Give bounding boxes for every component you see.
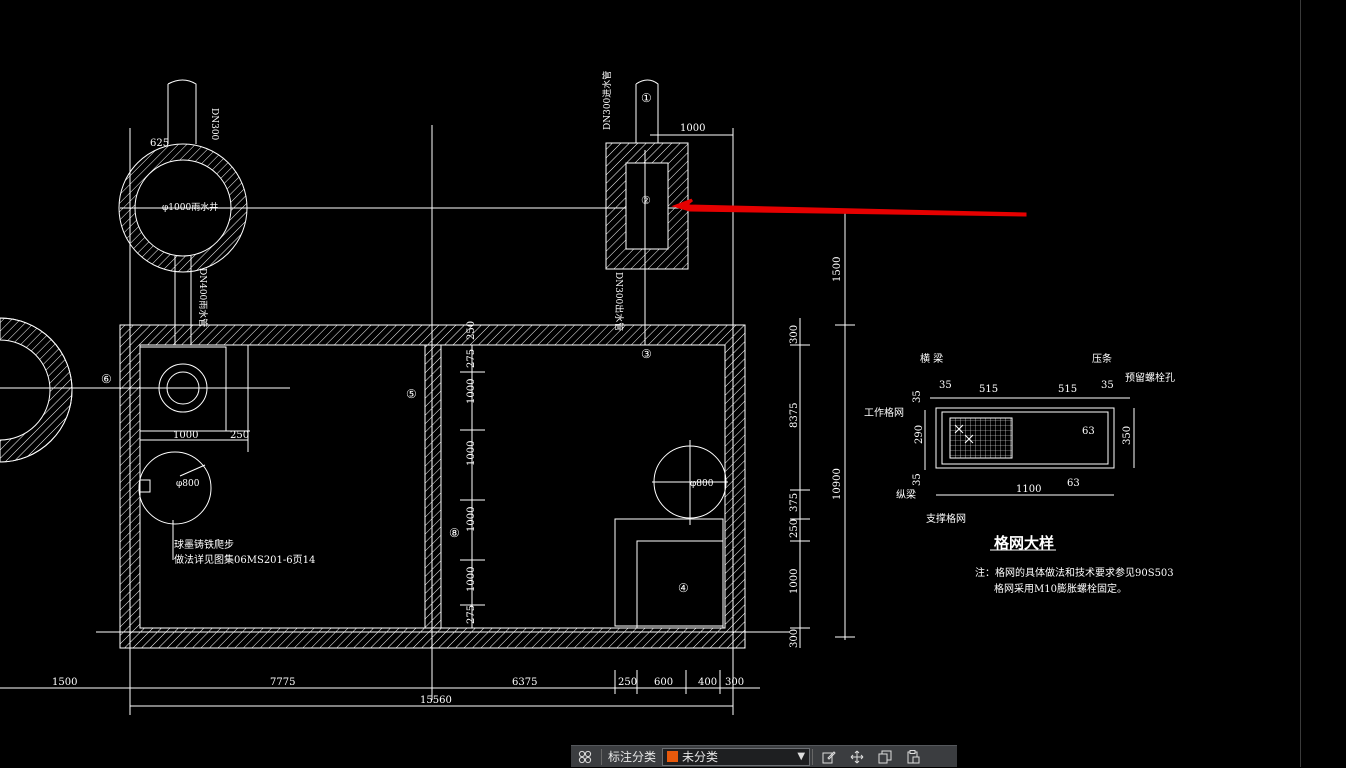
ladder-note-2: 做法详见图集06MS201-6页14 xyxy=(174,553,315,566)
dim-275-a: 275 xyxy=(466,349,477,368)
paste-icon[interactable] xyxy=(899,746,927,768)
ladder-note-1: 球墨铸铁爬步 xyxy=(174,538,234,551)
dimension-toolbar: 标注分类 未分类 ▼ xyxy=(571,745,957,767)
dim-1000-c: 1000 xyxy=(466,507,477,532)
bottom-dim-250: 250 xyxy=(618,677,637,688)
detail-63-b: 63 xyxy=(1067,478,1080,489)
detail-350: 350 xyxy=(1122,426,1133,445)
detail-35-c: 35 xyxy=(912,390,923,403)
detail-bolt-hole: 预留螺栓孔 xyxy=(1125,371,1175,384)
move-icon[interactable] xyxy=(843,746,871,768)
detail-beam: 横 梁 xyxy=(920,352,943,365)
vertical-scrollbar[interactable] xyxy=(1300,0,1346,767)
detail-515-b: 515 xyxy=(1058,384,1077,395)
dimension-category-label: 标注分类 xyxy=(608,750,657,764)
copy-icon[interactable] xyxy=(871,746,899,768)
toolbar-separator xyxy=(812,748,814,765)
bottom-dim-300: 300 xyxy=(725,677,744,688)
red-pointer-arrow xyxy=(671,198,1027,217)
category-color-swatch xyxy=(667,751,679,762)
dim-1000-l: 1000 xyxy=(173,430,198,441)
grid-detail-drawing xyxy=(924,397,1135,551)
dim-8375: 8375 xyxy=(789,403,800,428)
bottom-dim-400: 400 xyxy=(698,677,717,688)
pipe-right-2: DN300出水管 xyxy=(613,272,625,331)
detail-press: 压条 xyxy=(1092,352,1112,365)
dim-625: 625 xyxy=(150,138,169,149)
bottom-dim-1500: 1500 xyxy=(52,677,77,688)
detail-note-2: 格网采用M10膨胀螺栓固定。 xyxy=(994,582,1127,595)
circled-6: ⑥ xyxy=(101,372,112,386)
grid-icon[interactable] xyxy=(571,746,599,768)
circled-5: ⑤ xyxy=(406,387,417,401)
detail-title: 格网大样 xyxy=(994,534,1054,552)
detail-work-grid: 工作格网 xyxy=(864,406,904,419)
detail-35-d: 35 xyxy=(912,473,923,486)
pipe-right-1: DN300进水管 xyxy=(601,71,613,130)
dim-250-top: 250 xyxy=(466,321,477,340)
toolbar-separator xyxy=(601,748,602,765)
bottom-dim-6375: 6375 xyxy=(512,677,537,688)
detail-1100: 1100 xyxy=(1016,484,1041,495)
dim-10900: 10900 xyxy=(832,468,843,500)
detail-longitudinal-beam: 纵梁 xyxy=(896,488,916,501)
phi800-right: φ800 xyxy=(690,479,714,489)
bottom-dim-600: 600 xyxy=(654,677,673,688)
dim-1000-r: 1000 xyxy=(789,569,800,594)
circled-3: ③ xyxy=(641,347,652,361)
dim-275-b: 275 xyxy=(466,605,477,624)
category-dropdown[interactable]: 未分类 ▼ xyxy=(662,747,811,766)
dim-1500: 1500 xyxy=(832,257,843,282)
circled-4: ④ xyxy=(678,581,689,595)
detail-35-b: 35 xyxy=(1101,380,1114,391)
dim-1000-b: 1000 xyxy=(466,441,477,466)
well-label: φ1000雨水井 xyxy=(162,201,218,213)
detail-note-1: 注：格网的具体做法和技术要求参见90S503 xyxy=(975,566,1174,579)
dim-1000-a: 1000 xyxy=(466,379,477,404)
edit-icon[interactable] xyxy=(815,746,843,768)
phi800-left: φ800 xyxy=(176,479,200,489)
detail-515-a: 515 xyxy=(979,384,998,395)
bottom-dim-15560: 15560 xyxy=(420,695,452,706)
circled-1: ① xyxy=(641,91,652,105)
detail-support-grid: 支撑格网 xyxy=(926,512,966,525)
chevron-down-icon: ▼ xyxy=(797,751,806,762)
dim-1000-top: 1000 xyxy=(680,123,705,134)
detail-35-a: 35 xyxy=(939,380,952,391)
pipe-left-2: DN400雨水管 xyxy=(197,268,209,327)
circled-2: ② xyxy=(641,194,651,207)
bottom-dim-7775: 7775 xyxy=(270,677,295,688)
circled-8: ⑧ xyxy=(449,526,460,540)
dim-300-r2: 300 xyxy=(789,629,800,648)
dim-250-l: 250 xyxy=(230,430,249,441)
detail-63-a: 63 xyxy=(1082,426,1095,437)
dim-250-r: 250 xyxy=(789,519,800,538)
category-value: 未分类 xyxy=(682,750,719,764)
dim-1000-d: 1000 xyxy=(466,567,477,592)
pipe-dn300: DN300 xyxy=(209,108,219,141)
dim-375: 375 xyxy=(789,493,800,512)
detail-290: 290 xyxy=(914,425,925,444)
plan-linework xyxy=(0,79,855,715)
dim-300-r1: 300 xyxy=(789,325,800,344)
